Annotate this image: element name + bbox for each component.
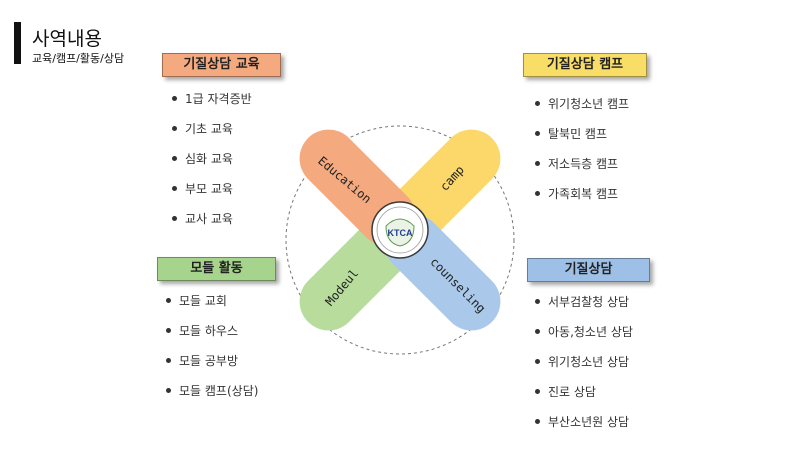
- list-item: 교사 교육: [172, 209, 252, 239]
- list-item-label: 진로 상담: [548, 385, 596, 399]
- modeul-section-header: 모들 활동: [157, 257, 276, 281]
- list-item-label: 1급 자격증반: [185, 92, 252, 106]
- list-item-label: 위기청소년 상담: [548, 355, 630, 369]
- camp-list: 위기청소년 캠프 탈북민 캠프 저소득층 캠프 가족회복 캠프: [535, 94, 629, 214]
- bullet-icon: [172, 186, 177, 191]
- bullet-icon: [535, 359, 540, 364]
- list-item-label: 심화 교육: [185, 152, 233, 166]
- counseling-list: 서부검찰청 상담 아동,청소년 상담 위기청소년 상담 진로 상담 부산소년원 …: [535, 292, 633, 442]
- bullet-icon: [535, 101, 540, 106]
- bullet-icon: [166, 388, 171, 393]
- bullet-icon: [166, 298, 171, 303]
- list-item-label: 교사 교육: [185, 212, 233, 226]
- list-item-label: 저소득층 캠프: [548, 157, 619, 171]
- list-item-label: 탈북민 캠프: [548, 127, 608, 141]
- list-item-label: 모들 교회: [179, 294, 227, 308]
- list-item: 1급 자격증반: [172, 89, 252, 119]
- page-subtitle: 교육/캠프/활동/상담: [32, 52, 125, 65]
- bullet-icon: [172, 126, 177, 131]
- education-list: 1급 자격증반 기초 교육 심화 교육 부모 교육 교사 교육: [172, 89, 252, 239]
- list-item: 저소득층 캠프: [535, 154, 629, 184]
- list-item: 위기청소년 캠프: [535, 94, 629, 124]
- list-item: 진로 상담: [535, 382, 633, 412]
- bullet-icon: [535, 389, 540, 394]
- bullet-icon: [172, 216, 177, 221]
- list-item-label: 기초 교육: [185, 122, 233, 136]
- list-item-label: 모들 캠프(상담): [179, 384, 259, 398]
- modeul-list: 모들 교회 모들 하우스 모들 공부방 모들 캠프(상담): [166, 291, 258, 411]
- bullet-icon: [535, 131, 540, 136]
- bullet-icon: [172, 156, 177, 161]
- logo-text: KTCA: [388, 228, 413, 238]
- bullet-icon: [535, 419, 540, 424]
- list-item: 가족회복 캠프: [535, 184, 629, 214]
- list-item: 모들 공부방: [166, 351, 258, 381]
- list-item: 기초 교육: [172, 119, 252, 149]
- bullet-icon: [166, 328, 171, 333]
- list-item: 심화 교육: [172, 149, 252, 179]
- list-item: 탈북민 캠프: [535, 124, 629, 154]
- title-accent-bar: [14, 22, 21, 64]
- bullet-icon: [535, 191, 540, 196]
- list-item: 부모 교육: [172, 179, 252, 209]
- list-item: 서부검찰청 상담: [535, 292, 633, 322]
- camp-section-header: 기질상담 캠프: [523, 53, 647, 77]
- list-item-label: 부모 교육: [185, 182, 233, 196]
- list-item: 모들 캠프(상담): [166, 381, 258, 411]
- bullet-icon: [535, 299, 540, 304]
- bullet-icon: [172, 96, 177, 101]
- list-item: 모들 하우스: [166, 321, 258, 351]
- list-item-label: 아동,청소년 상담: [548, 325, 633, 339]
- page-title: 사역내용: [32, 28, 102, 50]
- list-item-label: 부산소년원 상담: [548, 415, 630, 429]
- list-item-label: 서부검찰청 상담: [548, 295, 630, 309]
- counseling-section-header: 기질상담: [527, 258, 650, 282]
- list-item-label: 위기청소년 캠프: [548, 97, 630, 111]
- list-item: 모들 교회: [166, 291, 258, 321]
- list-item: 부산소년원 상담: [535, 412, 633, 442]
- bullet-icon: [535, 161, 540, 166]
- bullet-icon: [535, 329, 540, 334]
- list-item: 아동,청소년 상담: [535, 322, 633, 352]
- list-item-label: 모들 공부방: [179, 354, 239, 368]
- bullet-icon: [166, 358, 171, 363]
- education-section-header: 기질상담 교육: [162, 53, 281, 77]
- list-item-label: 모들 하우스: [179, 324, 239, 338]
- list-item: 위기청소년 상담: [535, 352, 633, 382]
- dashed-circle: [285, 125, 515, 355]
- ktca-logo: KTCA: [371, 201, 429, 259]
- list-item-label: 가족회복 캠프: [548, 187, 619, 201]
